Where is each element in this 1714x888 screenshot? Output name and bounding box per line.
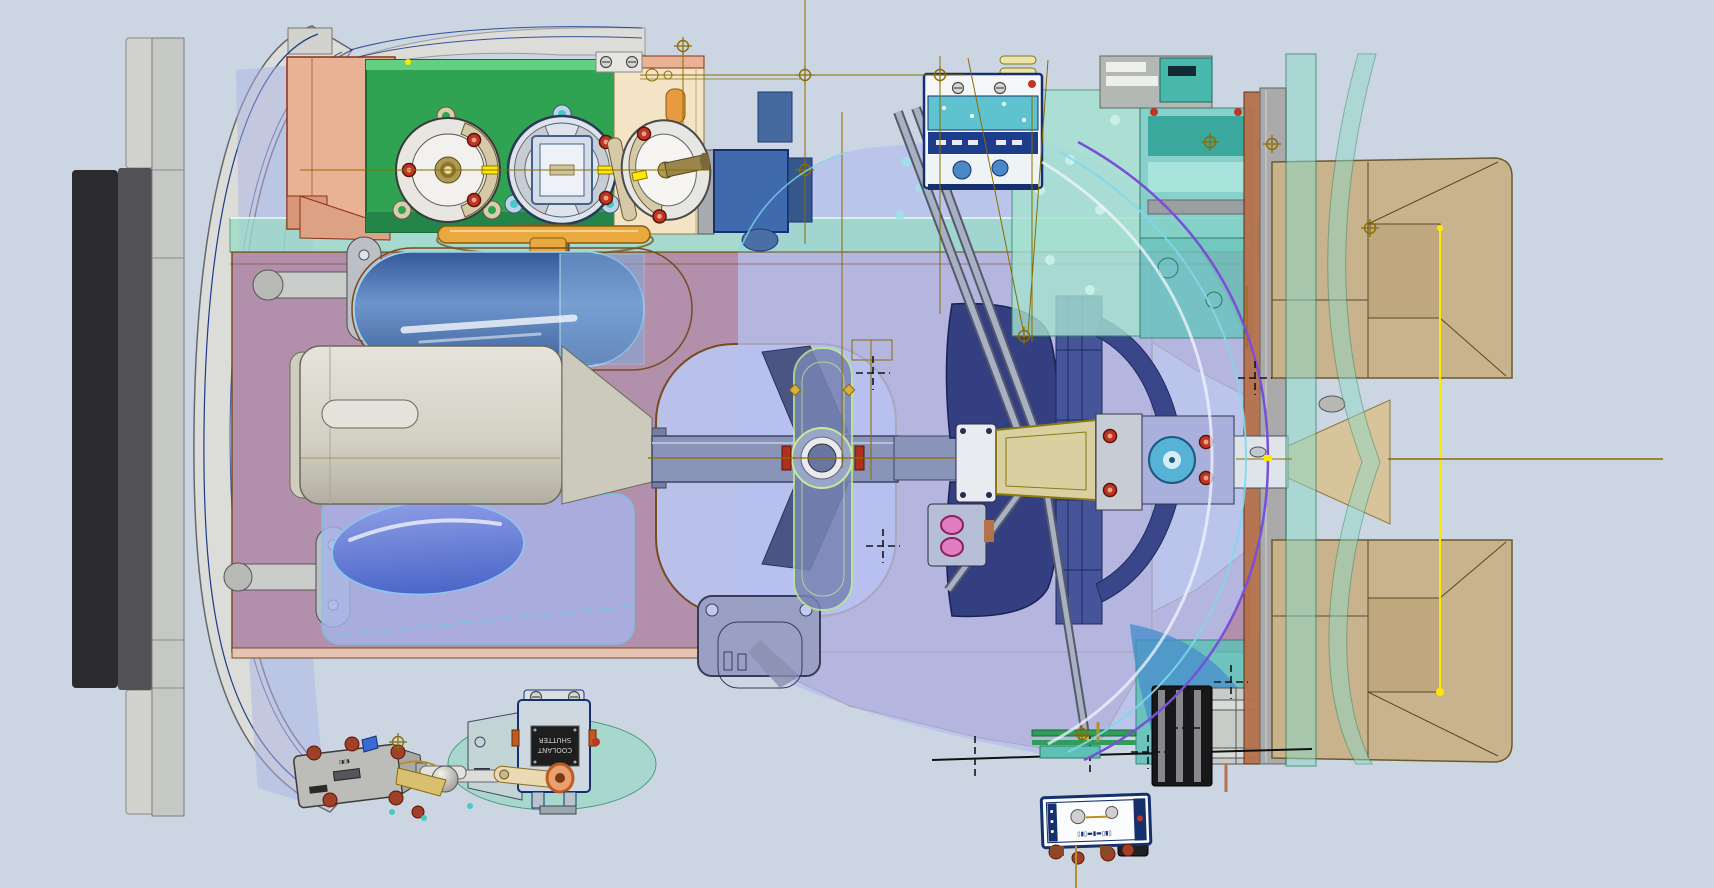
- white-plate: [955, 423, 997, 503]
- blue-tab: [361, 735, 379, 753]
- access-plate: [697, 595, 821, 689]
- screw-icon: [599, 55, 613, 69]
- top-center-blue-boxes: [405, 59, 813, 252]
- yellow-tick: [1264, 455, 1272, 461]
- flange-bottom-cap: [125, 689, 155, 815]
- rear-flange-disc: [72, 37, 185, 817]
- flange-outer-column: [151, 37, 185, 817]
- teal-band: [927, 95, 1039, 131]
- blue-block-top: [757, 91, 793, 143]
- orange-clamp: [511, 729, 520, 747]
- khaki-wedge: [395, 767, 447, 797]
- screw-icon: [625, 55, 639, 69]
- glass-panel-vertical: [1285, 53, 1317, 767]
- blue-box: [713, 149, 789, 233]
- shell-top-tab: [287, 27, 333, 55]
- control-box-top-right: [922, 55, 1044, 190]
- knob: [991, 159, 1009, 177]
- glass-panel-curved: [1327, 53, 1381, 765]
- coil: [940, 515, 964, 535]
- coolant-shutter-label-plate: [530, 725, 580, 767]
- shell-contour-top: [349, 26, 643, 59]
- steel-flange: [1095, 413, 1143, 511]
- coil: [940, 537, 964, 557]
- flange-mid-ring: [118, 168, 152, 690]
- teal-gadget: [1159, 57, 1213, 103]
- id-plate-blue: ▯▮▯▬▮▬▯▮▯: [1039, 792, 1153, 850]
- copper-duct: [1243, 91, 1261, 765]
- arc-cyan-left: [739, 151, 849, 251]
- green-bar: [1031, 729, 1137, 737]
- section-arcs: [739, 140, 1272, 762]
- coolant-shutter-assembly: COOLANT SHUTTER: [447, 689, 657, 815]
- flange-seams: [152, 169, 184, 689]
- screw-icon: [951, 81, 965, 95]
- gimbal-yoke: [761, 345, 865, 611]
- yellow-dot: [405, 59, 411, 65]
- arc-white: [1041, 160, 1214, 746]
- flange-dark-ring: [72, 170, 118, 688]
- plate-knob: [1105, 805, 1119, 819]
- pale-box: [1233, 435, 1289, 489]
- yellow-pointer: [631, 169, 648, 182]
- igniter-coil-box: [927, 503, 994, 567]
- arc-cyan: [1059, 151, 1248, 753]
- barrel-slot: [321, 399, 419, 429]
- knob: [952, 160, 972, 180]
- plate-tube: [748, 640, 800, 688]
- blue-cylinder: [741, 228, 779, 252]
- control-lever-assembly: ▮▯▮▯: [293, 735, 467, 821]
- coolant-label-line2: SHUTTER: [539, 736, 572, 744]
- knob-band: [928, 156, 1038, 184]
- flange-top-cap: [125, 37, 155, 169]
- side-plate: [467, 711, 523, 801]
- coolant-label-line1: COOLANT: [537, 746, 572, 754]
- casing-bottom-rim: [231, 647, 739, 659]
- coil-pipe: [984, 520, 994, 542]
- screw-icon: [993, 81, 1007, 95]
- antenna-bar: [999, 55, 1037, 65]
- navy-band: [928, 132, 1038, 154]
- lamp-barrel: [289, 344, 653, 505]
- equipment-shelf: [1011, 55, 1253, 339]
- lever-microtext: ▮▯▮▯: [338, 758, 350, 765]
- aqua-block: [1139, 237, 1253, 339]
- bottom-right-cluster: ▯▮▯▬▮▬▯▮▯: [931, 685, 1313, 888]
- mounting-plate: [955, 413, 1235, 511]
- datum-axis: [300, 0, 1663, 752]
- gold-bracket: [851, 339, 893, 361]
- plate-knob: [1070, 809, 1086, 825]
- tank-lower: [321, 493, 635, 645]
- orange-fitting: [665, 88, 686, 124]
- id-plate-microtext: ▯▮▯▬▮▬▯▮▯: [1077, 829, 1112, 837]
- tank-upper: [351, 247, 693, 371]
